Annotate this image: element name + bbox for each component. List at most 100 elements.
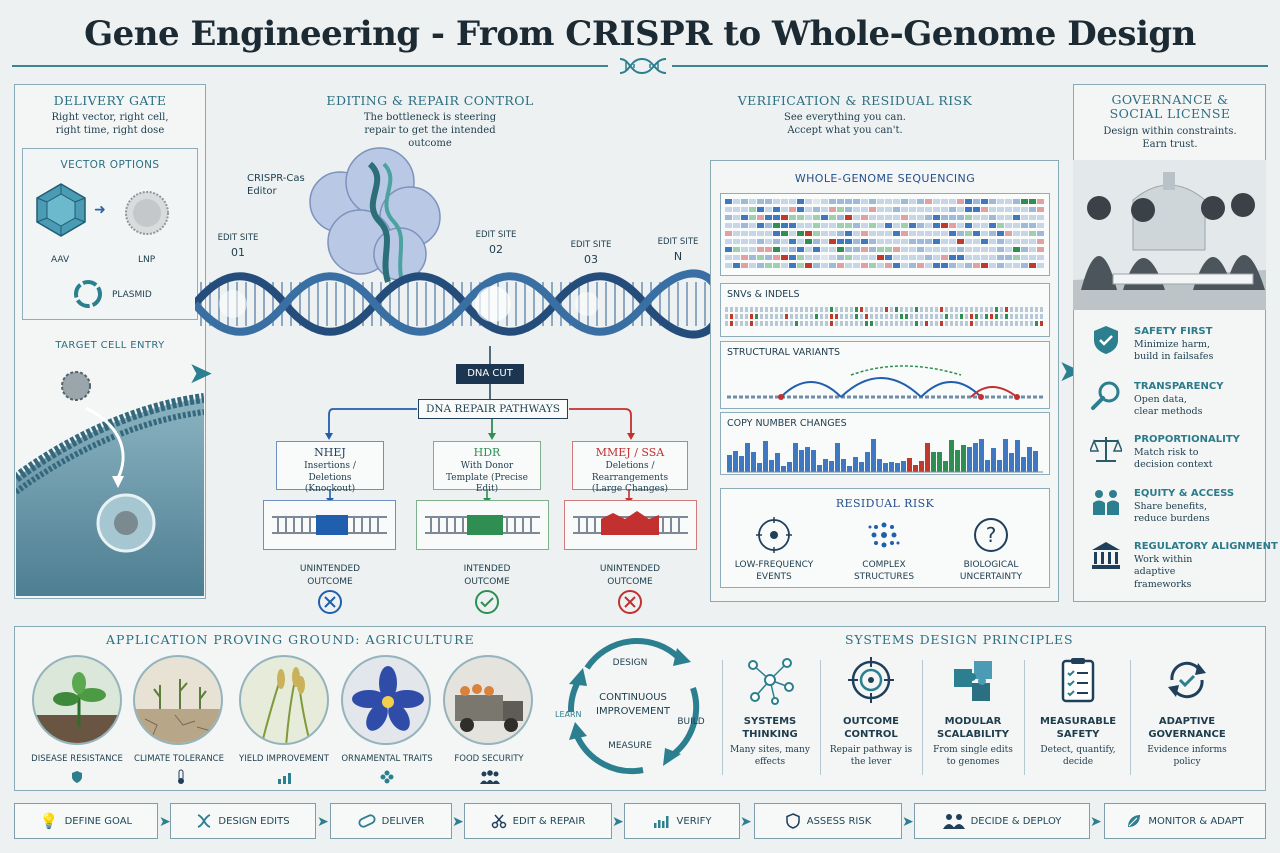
edit-site-02: EDIT SITE 02 (470, 230, 522, 256)
continuous-improvement-cycle (567, 638, 700, 775)
dna-double-helix (195, 269, 715, 339)
disease-resistance-image (32, 655, 122, 745)
pathway-name: MMEJ / SSA (595, 446, 665, 459)
checklist-icon (1061, 658, 1095, 703)
cycle-learn: LEARN (555, 710, 582, 719)
step-design-edits[interactable]: DESIGN EDITS (170, 803, 316, 839)
edit-site-label: EDIT SITE (217, 233, 259, 243)
cnv-track-box: COPY NUMBER CHANGES (720, 412, 1050, 475)
gov-regulatory: REGULATORY ALIGNMENT Work within adaptive… (1134, 541, 1278, 591)
flower-small-icon (380, 770, 394, 784)
network-icon (748, 658, 794, 705)
hdr-dna-result (416, 500, 549, 550)
delivery-subtitle: Right vector, right cell, right time, ri… (51, 112, 169, 136)
residual-risk-label: RESIDUAL RISK (835, 497, 935, 510)
dna-small-icon (198, 814, 211, 828)
step-monitor-adapt[interactable]: MONITOR & ADAPT (1104, 803, 1266, 839)
vector-options-label: VECTOR OPTIONS (60, 159, 160, 171)
dna-cut-connector (489, 346, 491, 366)
step-label: DEFINE GOAL (64, 815, 133, 827)
gov-item-desc: Share benefits, reduce burdens (1134, 501, 1210, 525)
step-label: DECIDE & DEPLOY (970, 815, 1062, 827)
edit-site-01: EDIT SITE 01 (212, 233, 264, 259)
step-arrow: ➤ (902, 814, 914, 830)
gov-item-desc: Minimize harm, build in failsafes (1134, 339, 1214, 363)
agriculture-panel (14, 626, 1266, 791)
cycle-design: DESIGN (612, 658, 648, 668)
agriculture-title: APPLICATION PROVING GROUND: AGRICULTURE (106, 632, 475, 647)
step-verify[interactable]: VERIFY (624, 803, 740, 839)
thermometer-icon (178, 769, 184, 784)
mmej-outcome-label: UNINTENDED OUTCOME (599, 564, 661, 587)
principle-desc: Detect, quantify, decide (1040, 745, 1116, 767)
principle-desc: From single edits to genomes (933, 745, 1013, 767)
edit-site-id: N (673, 250, 683, 263)
gov-item-title: REGULATORY ALIGNMENT (1134, 541, 1278, 552)
ag-climate-tolerance: CLIMATE TOLERANCE (134, 754, 224, 764)
cell-membrane-illustration (16, 371, 204, 596)
crosshair-icon (848, 657, 894, 703)
institution-icon (1092, 542, 1120, 569)
principle-divider (1024, 660, 1025, 775)
lightbulb-icon: 💡 (39, 812, 59, 830)
principle-title: MODULAR SCALABILITY (937, 716, 1009, 740)
dot-cluster-icon (868, 522, 900, 548)
step-assess-risk[interactable]: ASSESS RISK (754, 803, 902, 839)
pathway-desc: Deletions / Rearrangements (Large Change… (591, 461, 669, 495)
edit-site-id: 01 (231, 246, 245, 259)
sv-label: STRUCTURAL VARIANTS (727, 347, 841, 358)
principle-divider (820, 660, 821, 775)
group-icon (480, 770, 500, 784)
delivery-title: DELIVERY GATE (53, 93, 167, 108)
pathway-nhej-box: NHEJ Insertions / Deletions (Knockout) (276, 441, 384, 494)
gov-item-title: SAFETY FIRST (1134, 326, 1213, 337)
dna-emblem-icon (619, 57, 667, 75)
people-icon (1093, 490, 1119, 515)
crispr-editor-label: CRISPR-Cas Editor (247, 173, 305, 197)
principle-title: ADAPTIVE GOVERNANCE (1148, 716, 1226, 740)
principle-outcome-control: OUTCOME CONTROL Repair pathway is the le… (826, 655, 916, 768)
scales-icon (1090, 437, 1122, 462)
team-icon (942, 814, 965, 829)
snv-track-box: SNVs & INDELS (720, 283, 1050, 337)
ag-food-security: FOOD SECURITY (454, 754, 524, 764)
vector-options-box (22, 148, 198, 320)
bar-chart-icon (278, 773, 291, 784)
step-arrow: ➤ (159, 814, 171, 830)
step-define-goal[interactable]: 💡 DEFINE GOAL (14, 803, 158, 839)
ag-ornamental-traits: ORNAMENTAL TRAITS (341, 754, 433, 764)
step-decide-deploy[interactable]: DECIDE & DEPLOY (914, 803, 1090, 839)
edit-site-id: 03 (584, 253, 598, 266)
principle-modular-scalability: MODULAR SCALABILITY From single edits to… (928, 655, 1018, 768)
pathway-branches (325, 408, 635, 440)
gov-item-desc: Open data, clear methods (1134, 394, 1203, 418)
step-label: VERIFY (676, 815, 712, 827)
capsule-icon (358, 814, 376, 828)
lnp-particle-icon (125, 191, 169, 235)
x-circle-icon (318, 590, 342, 614)
yield-improvement-image (239, 655, 329, 745)
title-divider-right (672, 65, 1268, 67)
editing-subtitle: The bottleneck is steering repair to get… (363, 112, 497, 149)
hdr-outcome-label: INTENDED OUTCOME (463, 564, 511, 587)
step-label: MONITOR & ADAPT (1148, 815, 1244, 827)
gov-item-desc: Work within adaptive frameworks (1134, 554, 1193, 590)
mmej-dna-result (564, 500, 697, 550)
step-arrow: ➤ (317, 814, 329, 830)
principle-title: OUTCOME CONTROL (842, 716, 900, 740)
x-circle-icon (618, 590, 642, 614)
svg-text:?: ? (986, 523, 997, 547)
edit-site-label: EDIT SITE (657, 237, 699, 247)
principle-divider (1130, 660, 1131, 775)
gov-item-title: EQUITY & ACCESS (1134, 488, 1235, 499)
risk-low-frequency: LOW-FREQUENCY EVENTS (734, 560, 814, 583)
principle-title: SYSTEMS THINKING (742, 716, 798, 740)
title-divider-left (12, 65, 608, 67)
snv-label: SNVs & INDELS (727, 289, 800, 300)
gov-item-desc: Match risk to decision context (1134, 447, 1213, 471)
principle-measurable-safety: MEASURABLE SAFETY Detect, quantify, deci… (1033, 655, 1123, 768)
step-deliver[interactable]: DELIVER (330, 803, 452, 839)
step-edit-repair[interactable]: EDIT & REPAIR (464, 803, 612, 839)
verification-subtitle: See everything you can. Accept what you … (784, 112, 906, 136)
